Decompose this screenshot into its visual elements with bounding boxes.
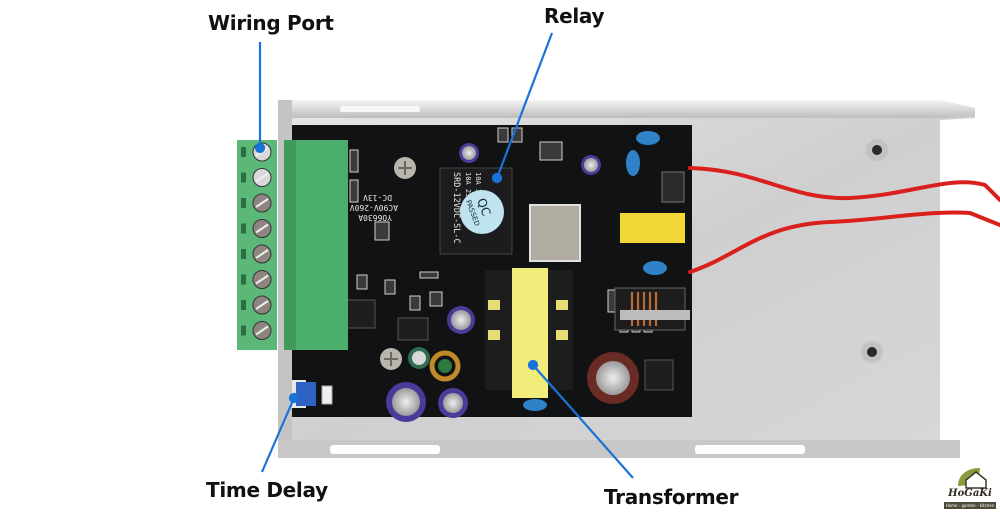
callout-lines bbox=[254, 32, 634, 479]
callout-line-relay bbox=[495, 32, 554, 179]
screw-slot bbox=[255, 325, 269, 336]
brand-name: HoGaKi bbox=[948, 488, 992, 499]
terminal-slot bbox=[241, 249, 246, 259]
callout-line-time-delay bbox=[260, 397, 296, 473]
terminal-slot bbox=[241, 274, 246, 285]
wiring-port-terminal-block bbox=[237, 140, 348, 350]
callout-label-wiring-port: Wiring Port bbox=[208, 11, 334, 35]
power-wires bbox=[688, 166, 1000, 274]
screw-slot bbox=[255, 274, 269, 285]
terminal-slot bbox=[241, 325, 246, 336]
pcb-model-text: YO6630A bbox=[358, 213, 392, 222]
brand-logo: HoGaKi Home - garden - kitchen bbox=[940, 462, 1000, 514]
callout-line-transformer bbox=[532, 364, 634, 479]
callout-dot-transformer bbox=[527, 359, 539, 371]
pcb-input-text: AC90V-260V bbox=[350, 203, 398, 212]
pcb-board: YO6630A AC90V-260V DC-13V SRD-12VDC-SL-C… bbox=[292, 125, 692, 422]
capacitors bbox=[386, 143, 639, 422]
callout-label-relay: Relay bbox=[544, 4, 605, 28]
screw-slot bbox=[255, 198, 269, 208]
pcb-output-text: DC-13V bbox=[363, 193, 392, 202]
relay-model-text: SRD-12VDC-SL-C bbox=[451, 172, 461, 244]
terminal-slot bbox=[241, 300, 246, 310]
qc-sticker-top: QC bbox=[474, 196, 493, 218]
terminal-slot bbox=[241, 198, 246, 208]
terminal-slot bbox=[241, 223, 246, 234]
leaf-house-icon bbox=[958, 468, 987, 489]
screw-slot bbox=[255, 249, 269, 259]
relay-component: SRD-12VDC-SL-C 10A 250VAC 10A 30VDC QC P… bbox=[439, 167, 513, 255]
transformer-component bbox=[485, 268, 573, 398]
relay-rating-1: 10A 250VAC bbox=[464, 172, 472, 214]
screw-slot bbox=[255, 223, 269, 234]
callout-label-time-delay: Time Delay bbox=[206, 478, 328, 502]
screw-slot bbox=[255, 172, 269, 183]
callout-dot-relay bbox=[491, 172, 503, 184]
terminal-slot bbox=[241, 147, 246, 157]
screw-slot bbox=[255, 300, 269, 310]
brand-tagline: Home - garden - kitchen bbox=[944, 502, 996, 509]
callout-dot-time-delay bbox=[288, 392, 300, 404]
callout-label-transformer: Transformer bbox=[604, 485, 739, 509]
callout-dot-wiring-port bbox=[254, 142, 266, 154]
terminal-slot bbox=[241, 172, 246, 183]
